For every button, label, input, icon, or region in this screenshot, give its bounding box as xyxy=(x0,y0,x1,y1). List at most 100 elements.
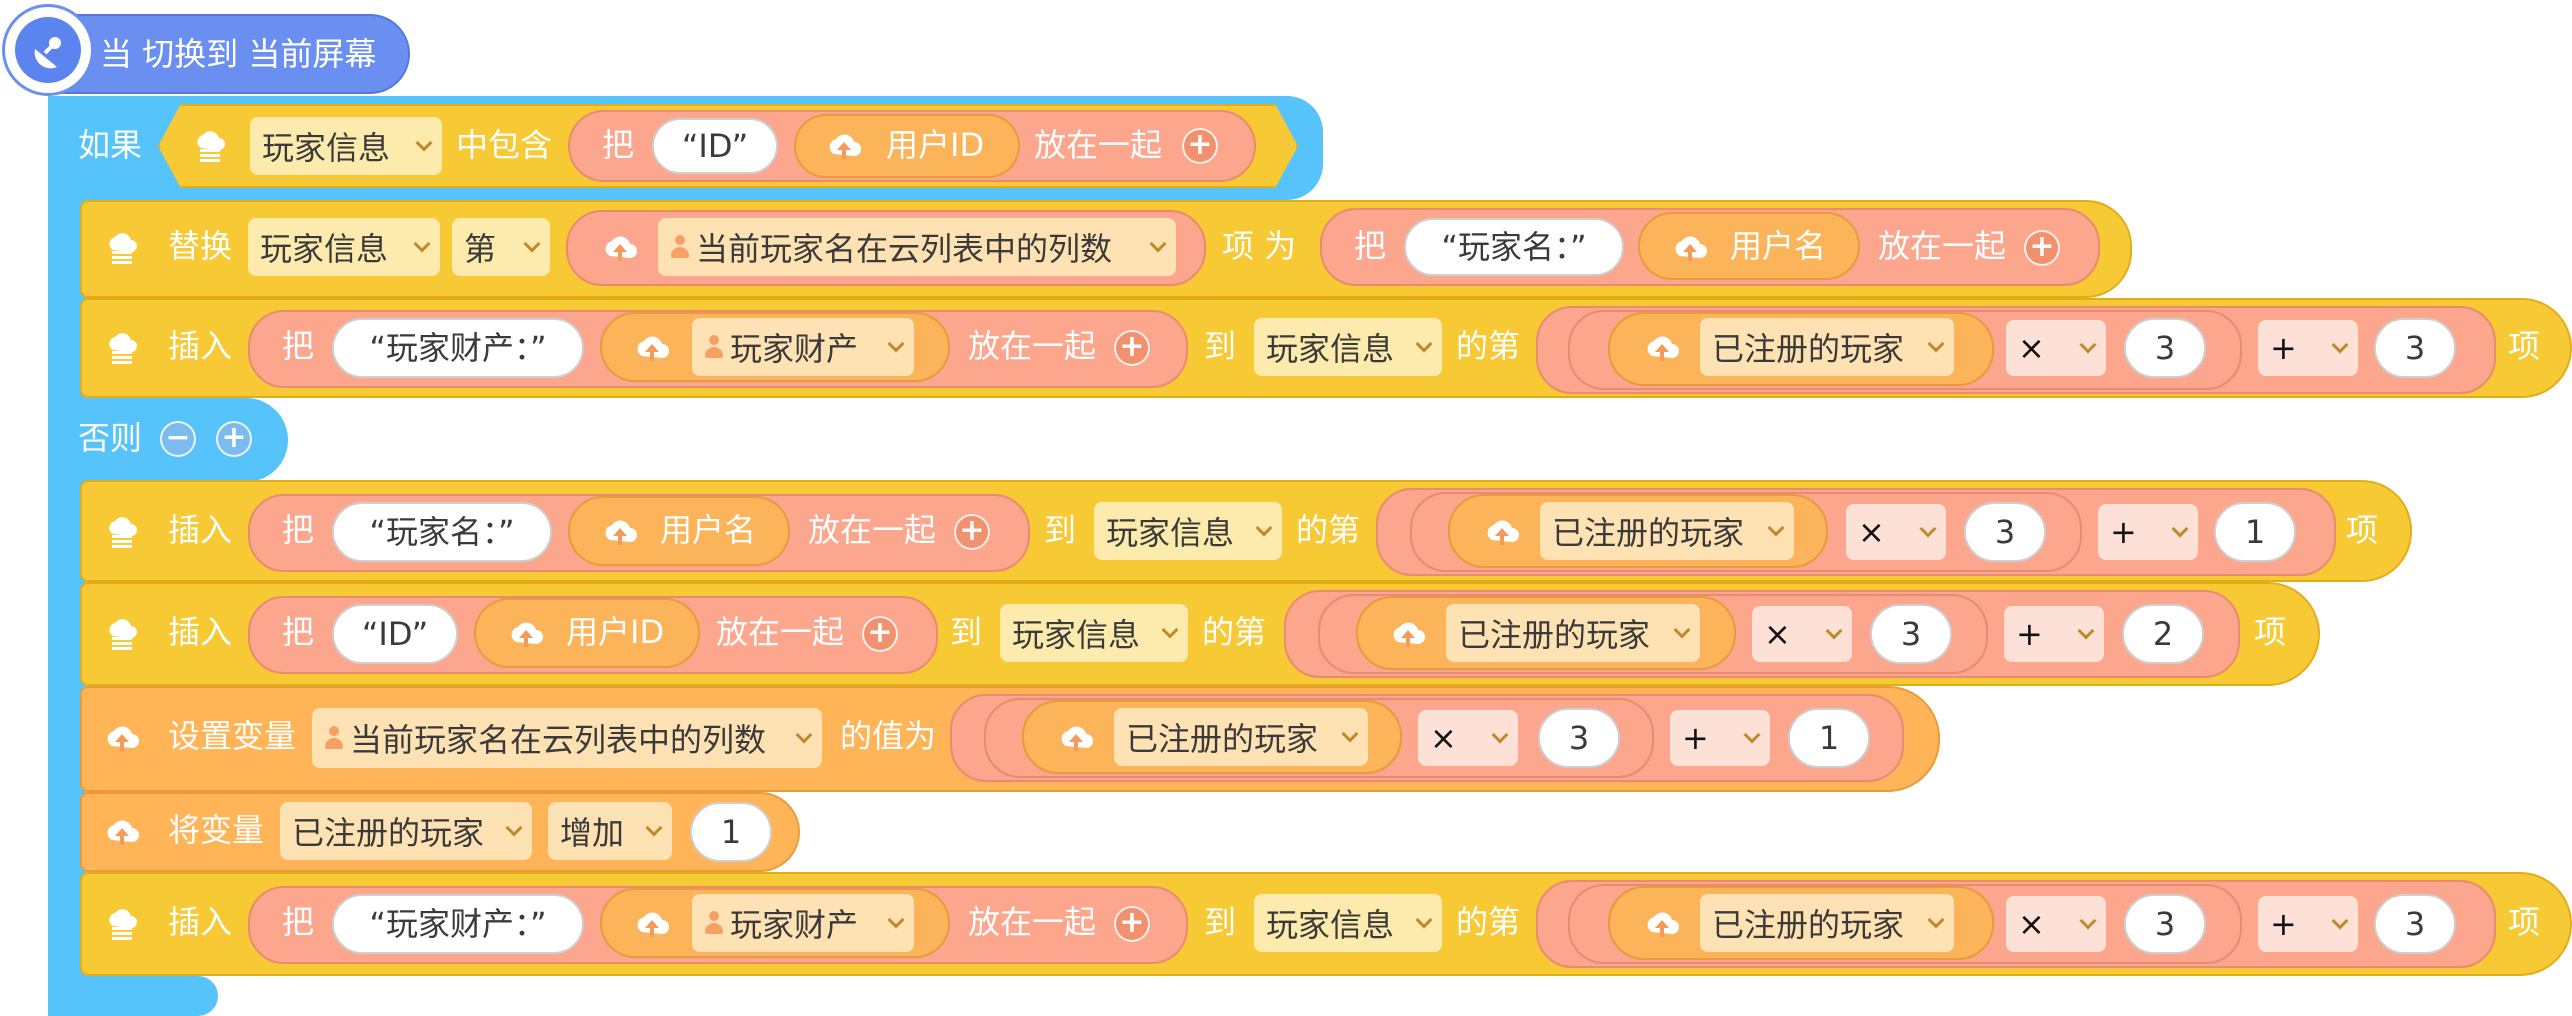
property-text-input[interactable]: “玩家财产：” xyxy=(332,318,584,378)
position-label: 的第 xyxy=(1296,511,1361,549)
number-input[interactable]: 3 xyxy=(2124,318,2206,378)
number-input[interactable]: 3 xyxy=(2124,894,2206,954)
operator-text: + xyxy=(2270,329,2297,367)
number-input[interactable]: 1 xyxy=(2214,502,2296,562)
insert-label: 插入 xyxy=(168,327,233,365)
cloud-upload-icon xyxy=(605,236,637,261)
item-label: 项 xyxy=(2346,511,2379,549)
join-add-button[interactable]: + xyxy=(1114,330,1150,366)
person-icon xyxy=(670,235,690,259)
variable-dropdown-text: 玩家财产 xyxy=(730,330,859,368)
join-add-button[interactable]: + xyxy=(1114,906,1150,942)
number-input[interactable]: 1 xyxy=(690,802,772,862)
else-add-button[interactable]: + xyxy=(216,421,252,457)
cloud-upload-icon xyxy=(1393,622,1425,647)
variable-dropdown[interactable]: 玩家财产 xyxy=(692,318,914,376)
cloud-upload-icon xyxy=(1647,912,1679,937)
add-operator-dropdown[interactable]: + xyxy=(1670,710,1770,766)
position-label: 的第 xyxy=(1202,613,1267,651)
list-dropdown[interactable]: 玩家信息 xyxy=(248,218,440,276)
cloud-upload-icon xyxy=(1487,520,1519,545)
list-dropdown[interactable]: 玩家信息 xyxy=(1254,894,1442,952)
change-mode-dropdown[interactable]: 增加 xyxy=(548,802,672,860)
cloud-upload-icon xyxy=(511,622,543,647)
join-add-button[interactable]: + xyxy=(862,616,898,652)
multiply-operator-dropdown[interactable]: × xyxy=(2006,896,2106,952)
if-else-block-body[interactable] xyxy=(48,96,86,1016)
number-input[interactable]: 3 xyxy=(1870,604,1952,664)
cloud-upload-icon xyxy=(605,520,637,545)
property-text-input[interactable]: “玩家财产：” xyxy=(332,894,584,954)
replace-label: 替换 xyxy=(168,227,233,265)
number-input[interactable]: 1 xyxy=(1788,708,1870,768)
multiply-operator-dropdown[interactable]: × xyxy=(1418,710,1518,766)
variable-dropdown[interactable]: 当前玩家名在云列表中的列数 xyxy=(658,218,1176,276)
registered-players-dropdown-text: 已注册的玩家 xyxy=(1712,330,1905,368)
user-name-block[interactable] xyxy=(568,496,790,566)
cloud-upload-icon xyxy=(1647,336,1679,361)
else-remove-button[interactable]: − xyxy=(160,421,196,457)
if-else-footer[interactable] xyxy=(48,976,218,1016)
list-dropdown[interactable]: 玩家信息 xyxy=(1000,604,1188,662)
join-add-button[interactable]: + xyxy=(954,514,990,550)
list-dropdown[interactable]: 玩家信息 xyxy=(1254,318,1442,376)
operator-text: × xyxy=(1430,719,1457,757)
position-label: 的第 xyxy=(1456,327,1521,365)
multiply-operator-dropdown[interactable]: × xyxy=(1846,504,1946,560)
person-icon xyxy=(704,911,724,935)
insert-label: 插入 xyxy=(168,511,233,549)
variable-dropdown-text: 当前玩家名在云列表中的列数 xyxy=(350,721,767,759)
number-input[interactable]: 3 xyxy=(2374,318,2456,378)
variable-dropdown[interactable]: 玩家财产 xyxy=(692,894,914,952)
user-name-label: 用户名 xyxy=(660,511,757,549)
join-add-button[interactable]: + xyxy=(1182,128,1218,164)
add-operator-dropdown[interactable]: + xyxy=(2258,896,2358,952)
join-add-button[interactable]: + xyxy=(2024,230,2060,266)
list-dropdown[interactable]: 玩家信息 xyxy=(250,117,442,175)
item-as-label: 项 为 xyxy=(1222,227,1297,265)
item-label: 项 xyxy=(2254,613,2287,651)
item-label: 项 xyxy=(2508,903,2541,941)
player-name-text-input[interactable]: “玩家名：” xyxy=(332,502,552,562)
cloud-upload-icon xyxy=(107,726,139,751)
list-dropdown[interactable]: 玩家信息 xyxy=(1094,502,1282,560)
add-operator-dropdown[interactable]: + xyxy=(2004,606,2104,662)
change-variable-label: 将变量 xyxy=(168,811,265,849)
registered-players-dropdown[interactable]: 已注册的玩家 xyxy=(1114,708,1368,766)
cloud-list-icon xyxy=(109,233,137,264)
number-input[interactable]: 2 xyxy=(2122,604,2204,664)
join-suffix: 放在一起 xyxy=(968,903,1097,941)
multiply-operator-dropdown[interactable]: × xyxy=(2006,320,2106,376)
add-operator-dropdown[interactable]: + xyxy=(2258,320,2358,376)
registered-players-dropdown[interactable]: 已注册的玩家 xyxy=(1700,894,1954,952)
registered-players-dropdown[interactable]: 已注册的玩家 xyxy=(1540,502,1794,560)
variable-dropdown-text: 当前玩家名在云列表中的列数 xyxy=(696,230,1113,268)
registered-players-dropdown[interactable]: 已注册的玩家 xyxy=(1700,318,1954,376)
number-input[interactable]: 3 xyxy=(1964,502,2046,562)
cloud-upload-icon xyxy=(637,912,669,937)
user-id-block[interactable] xyxy=(474,598,700,668)
number-input[interactable]: 3 xyxy=(1538,708,1620,768)
join-suffix: 放在一起 xyxy=(1034,126,1163,164)
join-prefix: 把 xyxy=(282,903,315,941)
index-dropdown[interactable]: 第 xyxy=(452,218,550,276)
multiply-operator-dropdown[interactable]: × xyxy=(1752,606,1852,662)
player-name-text-input[interactable]: “玩家名：” xyxy=(1404,218,1624,276)
hat-icon-badge xyxy=(2,4,94,96)
operator-text: + xyxy=(2110,513,2137,551)
user-id-label: 用户ID xyxy=(566,613,665,651)
join-suffix: 放在一起 xyxy=(968,327,1097,365)
cloud-list-icon xyxy=(109,517,137,548)
id-text-input[interactable]: “ID” xyxy=(652,118,778,174)
list-dropdown-text: 玩家信息 xyxy=(1106,514,1235,552)
variable-dropdown[interactable]: 当前玩家名在云列表中的列数 xyxy=(312,708,822,768)
registered-players-dropdown-text: 已注册的玩家 xyxy=(1126,720,1319,758)
id-text-input[interactable]: “ID” xyxy=(332,604,458,664)
registered-players-dropdown[interactable]: 已注册的玩家 xyxy=(280,802,532,860)
cloud-upload-icon xyxy=(829,134,861,159)
number-input[interactable]: 3 xyxy=(2374,894,2456,954)
join-prefix: 把 xyxy=(282,327,315,365)
add-operator-dropdown[interactable]: + xyxy=(2098,504,2198,560)
user-name-block[interactable] xyxy=(1638,212,1860,280)
registered-players-dropdown[interactable]: 已注册的玩家 xyxy=(1446,604,1700,662)
